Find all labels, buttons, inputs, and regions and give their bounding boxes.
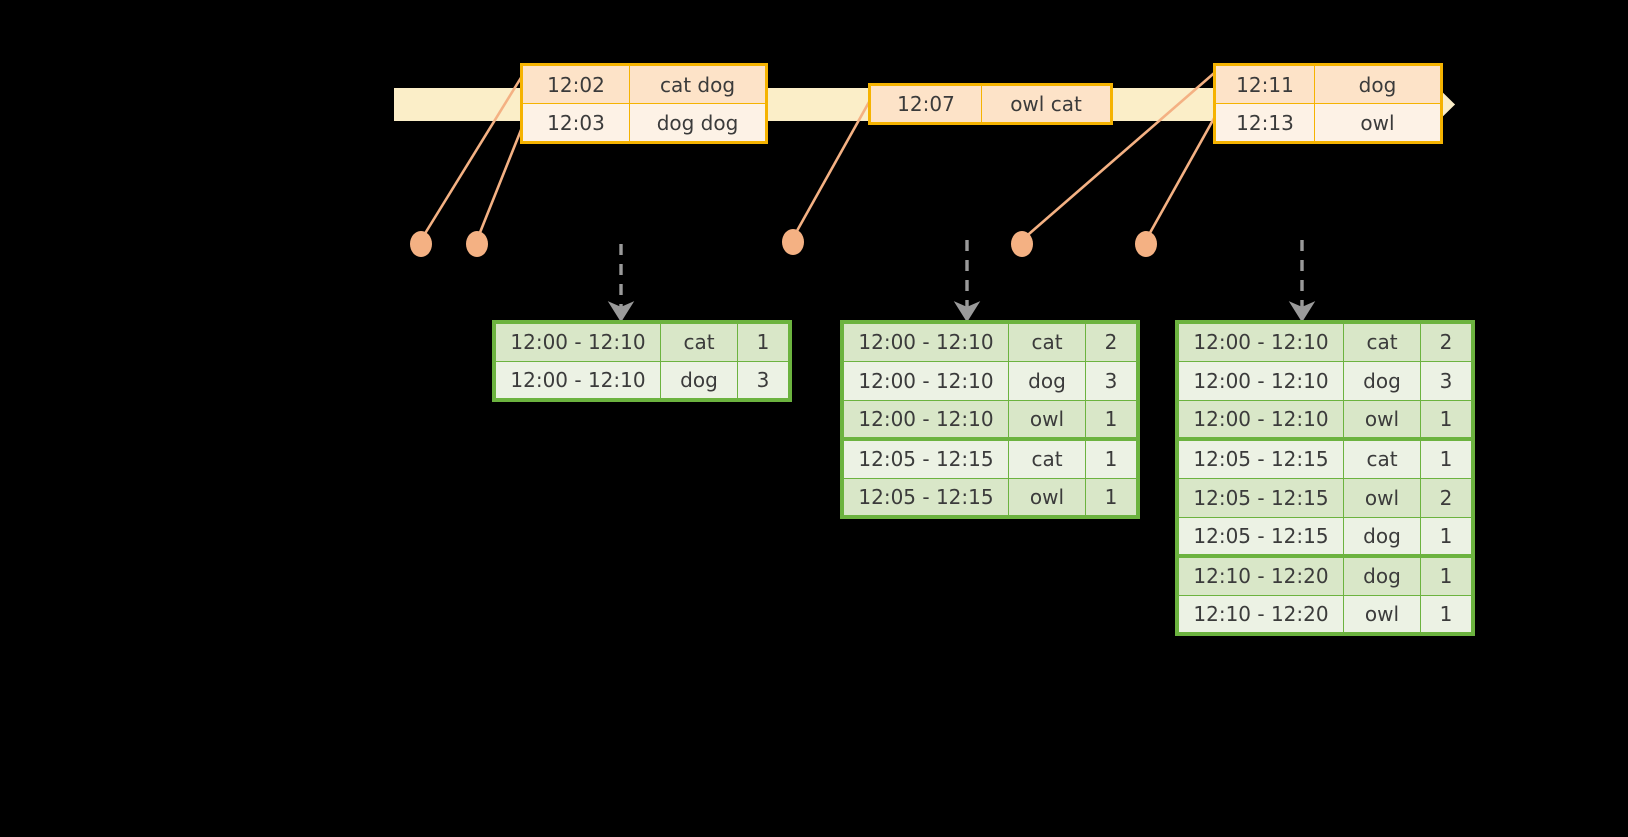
event-value-cell: owl — [1314, 103, 1442, 143]
event-value-cell: dog dog — [629, 103, 767, 143]
event-marker-5 — [1135, 231, 1157, 257]
result-window-cell: 12:00 - 12:10 — [1176, 321, 1344, 362]
event-marker-4 — [1011, 231, 1033, 257]
event-time-cell: 12:03 — [521, 103, 630, 143]
result-window-cell: 12:05 - 12:15 — [841, 438, 1009, 479]
result-count-cell: 1 — [1420, 399, 1474, 441]
result-count-cell: 3 — [737, 360, 791, 402]
result-count-cell: 2 — [1085, 321, 1139, 362]
result-window-cell: 12:00 - 12:10 — [841, 321, 1009, 362]
result-key-cell: dog — [1343, 516, 1421, 558]
event-time-cell: 12:02 — [521, 64, 630, 104]
result-key-cell: cat — [1343, 321, 1421, 362]
marker-group — [410, 229, 1157, 257]
result-window-cell: 12:00 - 12:10 — [841, 360, 1009, 401]
result-key-cell: owl — [1343, 594, 1421, 636]
result-key-cell: cat — [660, 321, 738, 362]
result-window-cell: 12:00 - 12:10 — [493, 360, 661, 402]
result-key-cell: dog — [1008, 360, 1086, 401]
result-key-cell: dog — [660, 360, 738, 402]
result-key-cell: dog — [1343, 360, 1421, 401]
connector-5 — [1144, 103, 1224, 241]
result-key-cell: owl — [1008, 399, 1086, 441]
event-value-cell: cat dog — [629, 64, 767, 104]
event-marker-3 — [782, 229, 804, 255]
event-time-cell: 12:11 — [1214, 64, 1315, 104]
result-window-cell: 12:05 - 12:15 — [1176, 438, 1344, 479]
result-key-cell: owl — [1343, 399, 1421, 441]
result-window-cell: 12:10 - 12:20 — [1176, 555, 1344, 596]
result-window-cell: 12:00 - 12:10 — [1176, 360, 1344, 401]
emit-arrow-group — [607, 240, 1316, 323]
result-count-cell: 1 — [1420, 516, 1474, 558]
event-value-cell: owl cat — [981, 84, 1112, 124]
result-key-cell: owl — [1343, 477, 1421, 518]
result-key-cell: cat — [1008, 321, 1086, 362]
event-marker-2 — [466, 231, 488, 257]
result-window-cell: 12:05 - 12:15 — [1176, 516, 1344, 558]
result-count-cell: 2 — [1420, 321, 1474, 362]
result-window-cell: 12:00 - 12:10 — [1176, 399, 1344, 441]
result-count-cell: 1 — [1420, 555, 1474, 596]
result-count-cell: 1 — [1085, 477, 1139, 519]
event-value-cell: dog — [1314, 64, 1442, 104]
result-key-cell: owl — [1008, 477, 1086, 519]
result-count-cell: 2 — [1420, 477, 1474, 518]
event-time-cell: 12:13 — [1214, 103, 1315, 143]
result-count-cell: 1 — [1085, 438, 1139, 479]
result-count-cell: 3 — [1085, 360, 1139, 401]
result-count-cell: 1 — [1085, 399, 1139, 441]
result-key-cell: dog — [1343, 555, 1421, 596]
result-count-cell: 1 — [1420, 438, 1474, 479]
result-count-cell: 1 — [1420, 594, 1474, 636]
result-window-cell: 12:10 - 12:20 — [1176, 594, 1344, 636]
result-key-cell: cat — [1343, 438, 1421, 479]
event-marker-1 — [410, 231, 432, 257]
result-count-cell: 3 — [1420, 360, 1474, 401]
result-window-cell: 12:00 - 12:10 — [841, 399, 1009, 441]
result-window-cell: 12:00 - 12:10 — [493, 321, 661, 362]
result-count-cell: 1 — [737, 321, 791, 362]
result-window-cell: 12:05 - 12:15 — [841, 477, 1009, 519]
result-window-cell: 12:05 - 12:15 — [1176, 477, 1344, 518]
event-time-cell: 12:07 — [869, 84, 982, 124]
result-key-cell: cat — [1008, 438, 1086, 479]
